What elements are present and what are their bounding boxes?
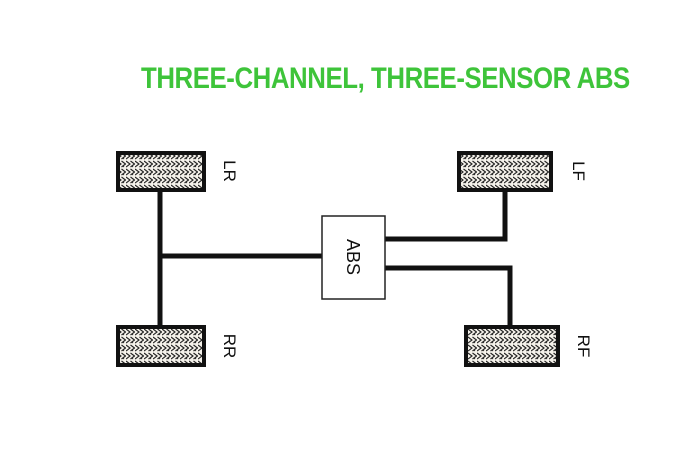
wheel-label-lf: LF: [569, 161, 588, 181]
rf-brake-line: [382, 265, 513, 330]
tire-lf: [457, 151, 553, 192]
wheel-label-rr: RR: [220, 334, 239, 359]
tire-rr: [116, 325, 206, 367]
wheel-lf: LF: [457, 151, 588, 192]
abs-module-label: ABS: [343, 239, 363, 275]
lf-brake-line: [382, 187, 508, 242]
wheel-label-rf: RF: [574, 335, 593, 358]
wheel-rf: RF: [464, 325, 593, 367]
wheel-rr: RR: [116, 325, 239, 367]
tire-rf: [464, 325, 560, 367]
wheel-lr: LR: [116, 151, 239, 192]
abs-module: ABS: [321, 215, 386, 300]
diagram-title: THREE-CHANNEL, THREE-SENSOR ABS: [141, 62, 630, 95]
tire-lr: [116, 151, 206, 192]
wheel-label-lr: LR: [220, 160, 239, 182]
abs-module-box: [321, 215, 386, 300]
brake-lines: [157, 187, 513, 330]
